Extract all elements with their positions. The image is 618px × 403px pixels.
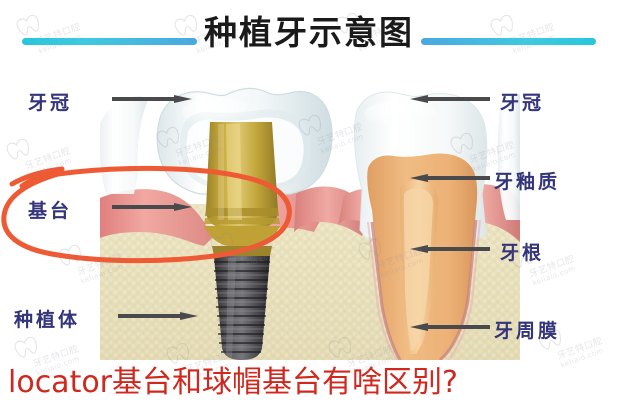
adjacent-tooth xyxy=(497,94,520,220)
arrow-crown-right xyxy=(410,95,490,103)
label-ligament-right: 牙周膜 xyxy=(494,320,561,342)
gold-abutment xyxy=(204,122,280,256)
label-enamel-right: 牙釉质 xyxy=(494,171,561,193)
arrow-abutment-left xyxy=(112,203,192,211)
arrow-implant-left xyxy=(118,312,198,320)
caption-text: locator基台和球帽基台有啥区别? xyxy=(8,365,458,400)
natural-tooth xyxy=(353,91,488,360)
arrow-root-right xyxy=(410,245,490,253)
label-implant-left: 种植体 xyxy=(14,309,81,331)
title-rule-left xyxy=(22,38,197,45)
adjacent-tooth-left xyxy=(100,96,148,194)
label-crown-right: 牙冠 xyxy=(500,92,545,114)
label-root-right: 牙根 xyxy=(500,242,545,264)
label-abutment-left: 基台 xyxy=(28,200,73,222)
arrow-crown-left xyxy=(112,95,192,103)
label-crown-left: 牙冠 xyxy=(28,92,73,114)
dental-illustration xyxy=(100,87,520,360)
page-title: 种植牙示意图 xyxy=(204,13,414,52)
titanium-screw xyxy=(214,256,270,360)
arrow-enamel-right xyxy=(410,174,490,182)
arrow-ligament-right xyxy=(410,323,490,331)
title-rule-right xyxy=(421,38,596,45)
